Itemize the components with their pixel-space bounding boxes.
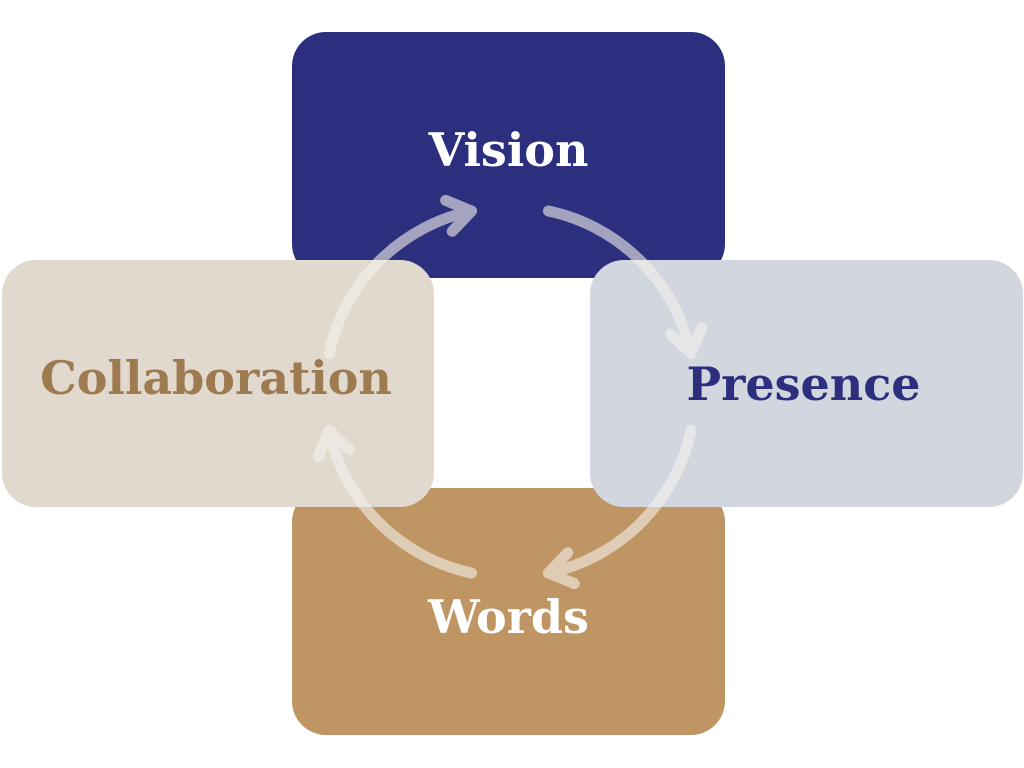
collaboration-label: Collaboration xyxy=(40,350,392,405)
vision-label: Vision xyxy=(428,123,589,177)
collaboration-box: Collaboration xyxy=(2,260,434,507)
vision-box: Vision xyxy=(292,32,725,278)
words-box: Words xyxy=(292,488,725,735)
words-label: Words xyxy=(428,589,589,644)
presence-label: Presence xyxy=(686,356,921,411)
presence-box: Presence xyxy=(590,260,1023,507)
